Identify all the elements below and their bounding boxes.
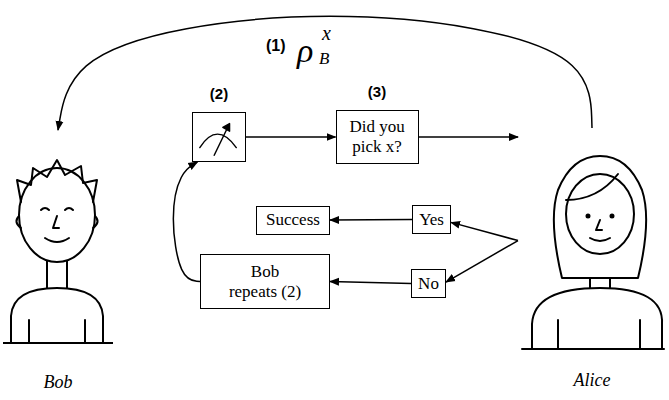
arrow-connector: [451, 222, 518, 240]
box-label: Bob repeats (2): [227, 262, 303, 301]
answer-box: No: [411, 269, 446, 298]
text-area: [518, 128, 666, 396]
person-name: Alice: [518, 370, 666, 392]
text-area: Bob repeats (2): [201, 255, 329, 308]
arrow-connector: [330, 219, 412, 221]
text-area: Did you pick x?: [337, 111, 418, 163]
bob-figure: Bob: [3, 130, 113, 398]
box-label: Success: [266, 210, 320, 230]
alice-figure: Alice: [518, 128, 666, 396]
person-name: Bob: [3, 372, 113, 394]
text-area: Success: [257, 207, 329, 234]
question-box: Did you pick x?(3): [336, 110, 419, 164]
arrow-connector: [330, 282, 411, 284]
superscript-index: x: [322, 23, 331, 43]
state-symbol: ρ: [297, 34, 313, 68]
arrow-connector: [246, 136, 336, 138]
text-area: [3, 130, 113, 398]
box-label: No: [418, 274, 439, 294]
arrow-connector: [419, 136, 519, 138]
alice-illustration: [518, 128, 666, 396]
outcome-box: Bob repeats (2): [200, 254, 330, 309]
arrow-connector: [446, 241, 518, 282]
bob-illustration: [3, 130, 113, 398]
measurement-box: (2): [192, 112, 246, 162]
step-number: (1): [266, 38, 286, 54]
arrow-connector: [173, 162, 200, 282]
box-label: Did you pick x?: [342, 117, 412, 156]
text-area: [193, 113, 245, 161]
outcome-box: Success: [256, 206, 330, 235]
step-number: (2): [173, 85, 265, 103]
text-area: Yes: [413, 206, 450, 233]
text-area: No: [412, 270, 445, 297]
answer-box: Yes: [412, 205, 451, 234]
step-number: (3): [317, 83, 438, 101]
subscript-index: B: [319, 50, 329, 67]
arrow-connector: [58, 16, 592, 130]
box-label: Yes: [419, 210, 444, 230]
meter-illustration: [193, 113, 245, 161]
